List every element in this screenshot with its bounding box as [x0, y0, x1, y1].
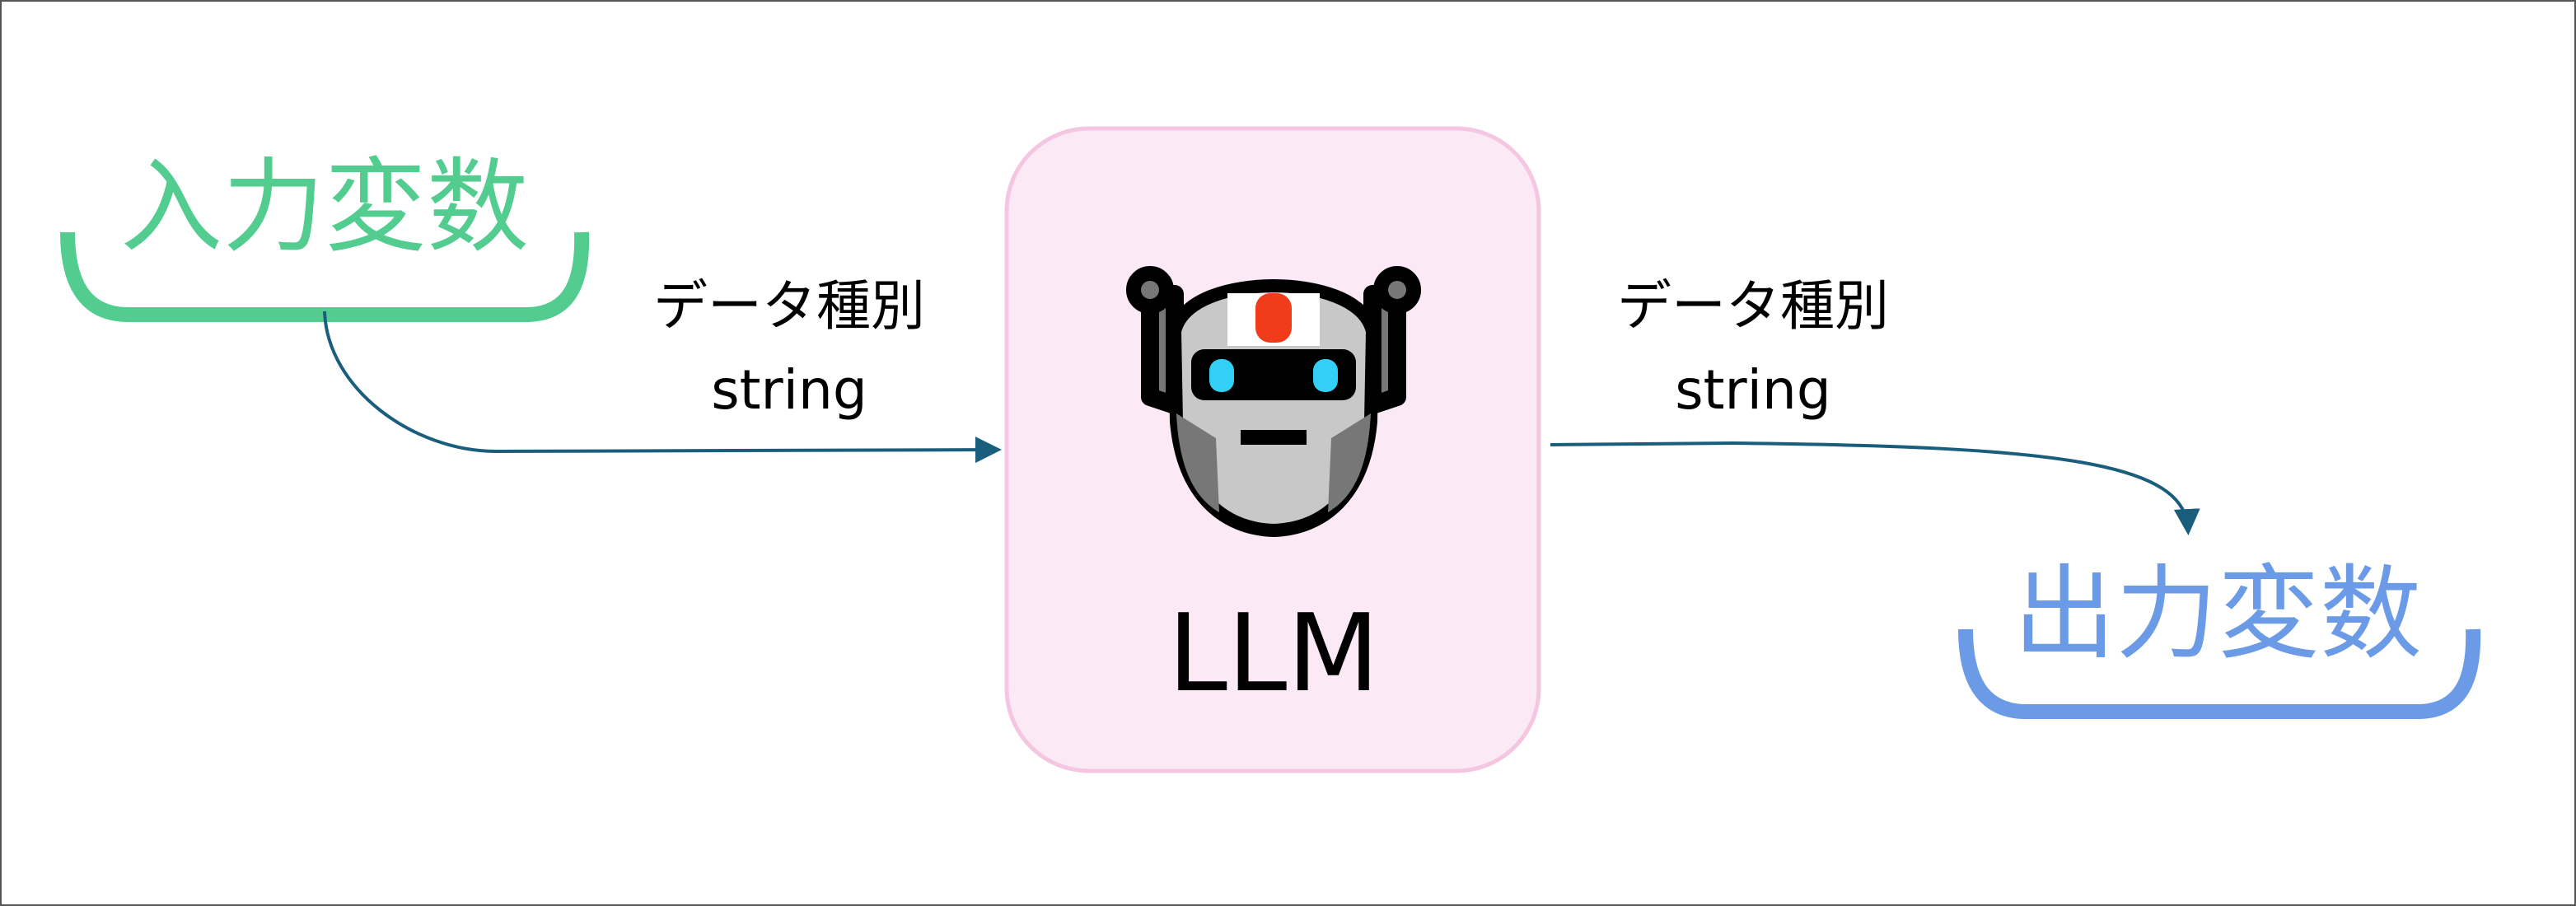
output-variable-node[interactable]: 出力変数 — [1958, 555, 2481, 719]
output-variable-label: 出力変数 — [2013, 555, 2422, 674]
edge-llm-to-output — [1550, 441, 2200, 535]
edge-out-type-value: string — [1675, 358, 1830, 422]
edge-in-type-label: データ種別 — [653, 274, 925, 338]
output-bracket — [1958, 628, 2481, 719]
input-variable-label: 入力変数 — [120, 148, 529, 267]
input-bracket — [60, 231, 590, 322]
llm-label: LLM — [1167, 591, 1379, 716]
llm-node[interactable]: LLM — [1004, 126, 1541, 773]
edge-in-type-value: string — [711, 358, 867, 422]
input-variable-node[interactable]: 入力変数 — [60, 148, 590, 322]
edge-input-to-llm — [323, 311, 1002, 464]
robot-icon — [1126, 266, 1421, 538]
edge-out-type-label: データ種別 — [1617, 274, 1889, 338]
